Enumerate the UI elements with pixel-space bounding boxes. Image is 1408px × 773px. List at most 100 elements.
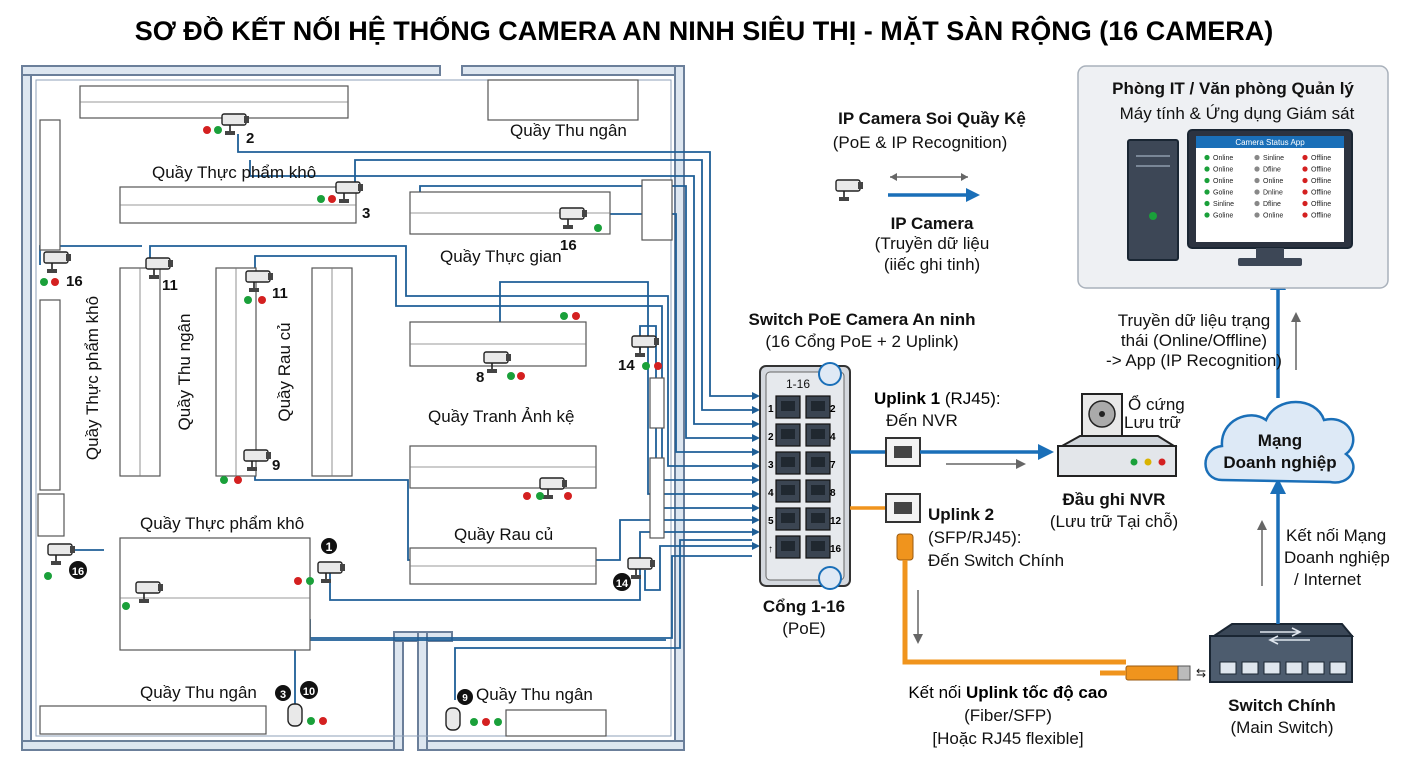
switch-port-label: 3 [768,460,774,471]
uplink2-title: Uplink 2 [928,505,994,524]
label-vegetables-bottom: Quầy Rau củ [454,525,553,544]
svg-text:8: 8 [476,369,484,386]
switch-port-label: 12 [830,516,842,527]
switch-port-label: 4 [830,432,836,443]
post-2 [649,457,665,539]
svg-text:14: 14 [618,357,635,374]
nvr: Ổ cứng Lưu trữ Đầu ghi NVR (Lưu trữ Tại … [1050,393,1185,531]
poe-switch: Switch PoE Camera An ninh (16 Cổng PoE +… [748,310,975,638]
shelf-left-wall-a [39,119,61,251]
status-dot [1204,189,1210,195]
legend-ipcam-title: IP Camera [891,214,974,233]
fiber-label: Kết nối Uplink tốc độ cao (Fiber/SFP) [H… [908,683,1107,748]
label-spices: Quầy Thực gian [440,247,562,266]
status-cell: Online [1263,213,1283,220]
label-dry-food-vertical: Quầy Thực phẩm khô [83,296,102,460]
status-dot [1254,200,1260,207]
svg-text:⇆: ⇆ [1196,666,1206,680]
status-dot [1302,212,1308,218]
status-dot [1204,154,1210,161]
floor-walls-inner [35,79,672,737]
svg-text:3: 3 [280,689,286,701]
status-cell: Offline [1311,213,1331,220]
hdd-line1: Ổ cứng [1128,395,1185,414]
fiber-line3: [Hoặc RJ45 flexible] [932,729,1083,748]
svg-text:9: 9 [272,457,280,474]
status-dot [1254,166,1260,172]
floor-walls [21,65,685,751]
fiber-connector [1125,665,1181,681]
wall-inner-a [393,631,404,751]
status-dot [1204,212,1210,218]
wiring-arrows [752,392,760,550]
camera-9a: 9 [220,449,280,484]
status-dot [1302,177,1308,184]
legend-ipcam-line1: (Truyền dữ liệu [875,234,990,253]
wall-bottom-right [417,740,685,751]
label-cashier-bottom-left: Quầy Thu ngân [140,683,257,702]
switch-subtitle: (16 Cổng PoE + 2 Uplink) [765,332,958,351]
switch-camera-badge-top [818,362,842,386]
switch-port-socket [811,513,825,523]
status-dot [1204,166,1210,172]
switch-ports-sub: (PoE) [782,619,825,638]
status-dot [1204,177,1210,184]
counter-dry-food-bottom [119,537,311,651]
status-cell: Goline [1213,190,1233,197]
switch-port-socket [781,401,795,411]
fiber-line2: (Fiber/SFP) [964,706,1052,725]
switch-port-socket [781,541,795,551]
svg-text:9: 9 [462,693,468,704]
svg-text:10: 10 [303,686,315,698]
camera-16c: 16 [44,543,87,580]
switch-port-label: 2 [830,404,836,415]
pc-tower-icon [1127,139,1179,261]
svg-text:3: 3 [362,205,370,222]
cashier-top-area [487,79,639,121]
shelf-left-wall-c [37,493,65,537]
switch-port-socket [811,429,825,439]
svg-text:2: 2 [246,130,254,147]
switch-port-socket [811,401,825,411]
status-cell: Dnline [1263,190,1283,197]
app-title: Camera Status App [1235,138,1305,147]
enterprise-line3: / Internet [1294,570,1361,589]
cloud-line1: Mạng [1258,431,1302,450]
shelf-spices-side [641,179,673,241]
uplink1-label: Uplink 1 (RJ45): [874,389,1001,408]
status-dot [1254,189,1260,195]
uplink2-line3: Đến Switch Chính [928,551,1064,570]
enterprise-link: Kết nối Mạng Doanh nghiệp / Internet [1284,526,1390,589]
status-cell: Sinline [1263,155,1284,162]
legend-camera-icon [835,179,864,202]
status-cell: Online [1213,155,1233,162]
status-dot [1254,177,1260,184]
legend-title: IP Camera Soi Quầy Kệ [838,109,1026,128]
label-dry-food-top: Quầy Thực phẩm khô [152,163,316,182]
camera-16b: 16 [40,251,83,290]
shelf-left-wall-b [39,299,61,491]
counter-cashier-right [505,709,607,737]
status-cell: Offline [1311,201,1331,208]
status-cell: Sinline [1213,201,1234,208]
label-display-shelf: Quầy Tranh Ảnh kệ [428,407,574,426]
post-1 [649,377,665,429]
switch-ports-title: Cổng 1-16 [763,597,845,616]
camera-10: 10 [287,681,327,727]
status-cell: Online [1213,178,1233,185]
svg-text:1-16: 1-16 [786,377,810,391]
switch-port-label: 8 [830,488,836,499]
status-cell: Goline [1213,213,1233,220]
floor-labels: Quầy Thu ngân Quầy Thực phẩm khô Quầy Th… [83,121,627,704]
switch-port-socket [781,429,795,439]
page-title: SƠ ĐỒ KẾT NỐI HỆ THỐNG CAMERA AN NINH SI… [135,14,1274,46]
camera-8: 8 [476,312,580,386]
main-switch: Switch Chính (Main Switch) [1209,478,1355,737]
switch-port-socket [811,541,825,551]
uplink2-line2: (SFP/RJ45): [928,528,1022,547]
svg-text:16: 16 [560,237,577,254]
svg-text:1: 1 [326,540,333,554]
enterprise-line2: Doanh nghiệp [1284,548,1390,567]
